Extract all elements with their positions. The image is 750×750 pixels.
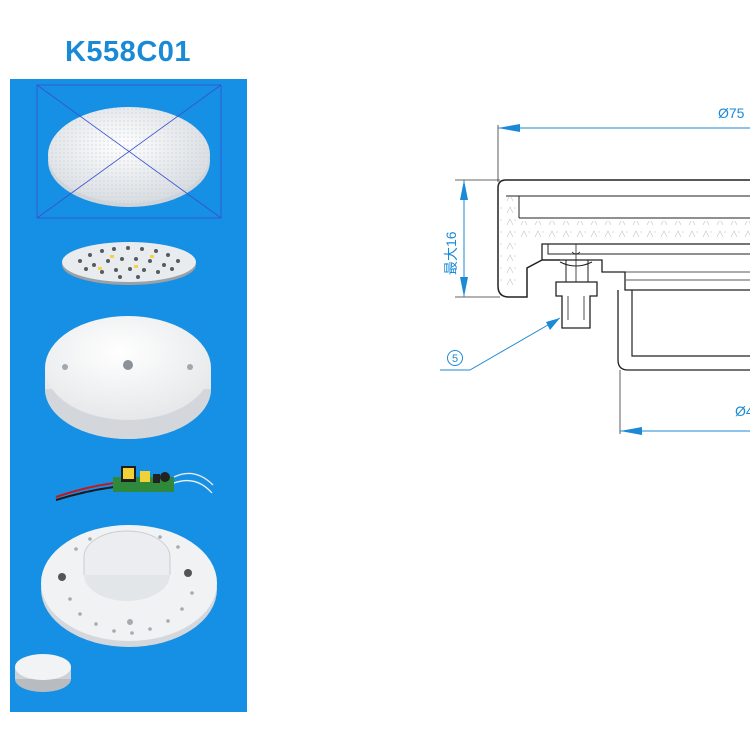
hatch-lens bbox=[521, 221, 750, 242]
section-profile bbox=[497, 179, 750, 371]
inner-diameter-dimension bbox=[619, 370, 750, 435]
driver-board-icon bbox=[55, 466, 214, 501]
callout-leader bbox=[440, 317, 561, 371]
base-housing-icon bbox=[41, 525, 217, 647]
diffuser-lens-icon bbox=[36, 84, 222, 219]
inner-diameter-label: Ø4 bbox=[735, 403, 750, 419]
outer-diameter-dimension bbox=[497, 124, 750, 182]
hatch-left bbox=[500, 197, 518, 287]
small-cap-icon bbox=[15, 654, 71, 692]
product-title: K558C01 bbox=[64, 36, 192, 68]
outer-diameter-label: Ø75 bbox=[718, 105, 745, 121]
components-panel bbox=[10, 79, 247, 712]
led-board-icon bbox=[62, 242, 196, 285]
max-height-label: 最大16 bbox=[443, 231, 459, 275]
heatsink-icon bbox=[45, 316, 211, 439]
height-dimension bbox=[455, 179, 500, 298]
components-illustration bbox=[15, 84, 222, 692]
callout-number: 5 bbox=[452, 353, 458, 365]
